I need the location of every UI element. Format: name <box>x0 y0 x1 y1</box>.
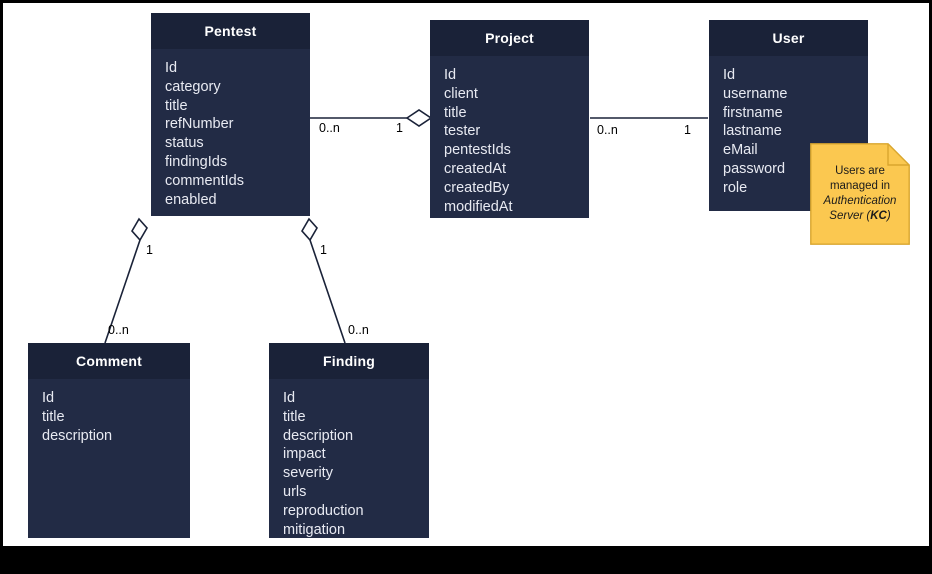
class-attributes-comment: Id title description <box>28 379 190 453</box>
attribute-row: Id <box>165 60 178 76</box>
class-title-comment: Comment <box>28 343 190 379</box>
frame-bottom-border <box>0 546 932 574</box>
attribute-row: enabled <box>165 191 217 208</box>
multiplicity-pentest-project-from: 0..n <box>319 121 340 135</box>
note-line-4-bold: KC <box>870 210 887 222</box>
attribute-row: title <box>42 408 65 425</box>
attribute-row: firstname <box>723 104 783 121</box>
attribute-row: lastname <box>723 123 782 140</box>
class-box-finding[interactable]: Finding Id title description impact seve… <box>269 343 429 538</box>
note-line-4-suffix: ) <box>886 210 891 222</box>
class-attributes-pentest: Id category title refNumber status findi… <box>151 49 310 217</box>
note-line-1: Users are <box>835 165 885 177</box>
note-line-2: managed in <box>829 180 891 192</box>
attribute-row: client <box>444 85 478 102</box>
attribute-row: modifiedAt <box>444 198 513 215</box>
class-box-comment[interactable]: Comment Id title description <box>28 343 190 538</box>
attribute-row: password <box>723 160 786 177</box>
attribute-row: status <box>165 135 204 152</box>
attribute-row: urls <box>283 483 307 500</box>
edge-pentest-finding <box>301 217 346 344</box>
attribute-row: findingIds <box>165 153 228 170</box>
class-title-finding: Finding <box>269 343 429 379</box>
multiplicity-pentest-finding-from: 1 <box>320 243 327 257</box>
attribute-row: Id <box>42 390 55 406</box>
multiplicity-pentest-comment-from: 1 <box>146 243 153 257</box>
frame-right-border <box>929 0 932 574</box>
attribute-row: description <box>283 427 354 444</box>
attribute-row: Id <box>283 390 296 406</box>
attribute-row: commentIds <box>165 172 244 189</box>
attribute-row: description <box>42 427 113 444</box>
frame-top-border <box>0 0 932 3</box>
frame-left-border <box>0 0 3 574</box>
multiplicity-project-user-to: 1 <box>684 123 691 137</box>
attribute-row: title <box>283 408 306 425</box>
attribute-row: pentestIds <box>444 142 511 159</box>
attribute-row: createdBy <box>444 179 510 196</box>
class-title-project: Project <box>430 20 589 56</box>
attribute-row: tester <box>444 123 481 140</box>
attribute-row: title <box>165 97 188 114</box>
class-title-user: User <box>709 20 868 56</box>
attribute-row: eMail <box>723 142 758 159</box>
attribute-row: role <box>723 179 748 196</box>
attribute-row: refNumber <box>165 116 234 133</box>
class-title-pentest: Pentest <box>151 13 310 49</box>
note-line-3: Authentication <box>823 195 897 207</box>
multiplicity-project-user-from: 0..n <box>597 123 618 137</box>
attribute-row: Id <box>444 67 457 83</box>
attribute-row: impact <box>283 446 326 463</box>
attribute-row: category <box>165 78 221 95</box>
multiplicity-pentest-comment-to: 0..n <box>108 323 129 337</box>
note-line-4-prefix: Server ( <box>829 210 871 222</box>
attribute-row: Id <box>723 67 736 83</box>
class-attributes-project: Id client title tester pentestIds create… <box>430 56 589 224</box>
note-text: Users are managed in Authentication Serv… <box>810 143 910 245</box>
note-shape-icon <box>810 143 910 245</box>
class-attributes-finding: Id title description impact severity url… <box>269 379 429 547</box>
attribute-row: reproduction <box>283 502 364 519</box>
attribute-row: username <box>723 85 788 102</box>
attribute-row: createdAt <box>444 160 507 177</box>
class-box-pentest[interactable]: Pentest Id category title refNumber stat… <box>151 13 310 216</box>
class-box-project[interactable]: Project Id client title tester pentestId… <box>430 20 589 218</box>
sticky-note[interactable]: Users are managed in Authentication Serv… <box>810 143 910 245</box>
attribute-row: mitigation <box>283 521 346 538</box>
multiplicity-pentest-finding-to: 0..n <box>348 323 369 337</box>
attribute-row: title <box>444 104 467 121</box>
class-attributes-user: Id username firstname lastname eMail pas… <box>709 56 868 206</box>
attribute-row: severity <box>283 465 333 482</box>
multiplicity-pentest-project-to: 1 <box>396 121 403 135</box>
